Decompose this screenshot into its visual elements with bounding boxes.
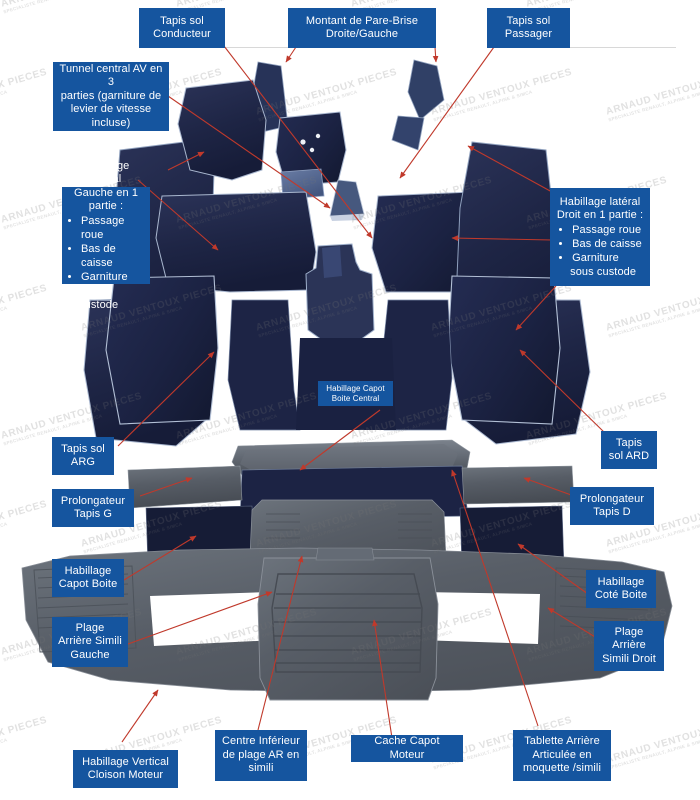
label-habillage-capot-boite-central[interactable]: Habillage Capot Boite Central xyxy=(318,381,393,406)
label-line: Habillage latéral xyxy=(82,159,130,186)
bullet-item: sous custode xyxy=(570,265,637,278)
label-tapis-sol-conducteur[interactable]: Tapis sol Conducteur xyxy=(139,8,225,48)
label-line: Capot Boite xyxy=(58,578,118,590)
label-line: Montant de Pare-Brise xyxy=(305,14,419,27)
label-line: levier de vitesse xyxy=(70,103,152,116)
label-line: Cloison Moteur xyxy=(87,769,164,781)
label-line: Coté Boite xyxy=(594,589,648,601)
label-line: Arrière xyxy=(612,639,646,652)
label-centre-inferieur-plage-ar[interactable]: Centre Inférieur de plage AR en simili xyxy=(215,730,307,781)
label-line: partie : xyxy=(88,200,124,212)
label-cache-capot-moteur[interactable]: Cache Capot Moteur xyxy=(351,735,463,762)
label-habillage-vertical-cloison-moteur[interactable]: Habillage Vertical Cloison Moteur xyxy=(73,750,178,788)
label-prolongateur-tapis-g[interactable]: Prolongateur Tapis G xyxy=(52,489,134,527)
label-montant-pare-brise[interactable]: Montant de Pare-Brise Droite/Gauche xyxy=(288,8,436,48)
label-line: Gauche en 1 xyxy=(73,186,139,199)
label-habillage-capot-boite[interactable]: Habillage Capot Boite xyxy=(52,559,124,597)
label-line: Tapis xyxy=(615,436,643,449)
label-line: Articulée en xyxy=(532,748,592,761)
bullet-item: Garniture xyxy=(572,251,642,265)
label-line: Boite Central xyxy=(331,393,380,403)
label-habillage-cote-boite[interactable]: Habillage Coté Boite xyxy=(586,570,656,608)
label-line: Habillage xyxy=(64,564,112,577)
label-line: Tablette Arrière xyxy=(524,735,600,748)
bullet-item: Garniture xyxy=(81,270,145,284)
label-line: Tapis sol xyxy=(160,14,204,27)
label-line: Habillage latéral xyxy=(559,195,641,208)
label-plage-arriere-simili-droit[interactable]: Plage Arrière Simili Droit xyxy=(594,621,664,671)
label-line: Plage xyxy=(614,625,644,638)
label-line: Passager xyxy=(504,28,553,40)
label-tunnel-central-av[interactable]: Tunnel central AV en 3 parties (garnitur… xyxy=(53,62,169,131)
label-tapis-sol-arg[interactable]: Tapis sol ARG xyxy=(52,437,114,475)
label-tapis-sol-passager[interactable]: Tapis sol Passager xyxy=(487,8,570,48)
label-line: Habillage xyxy=(597,575,645,588)
label-line: simili xyxy=(248,762,274,775)
bullet-item: Passage roue xyxy=(81,214,145,242)
label-line: de plage AR en xyxy=(222,748,300,761)
label-bullets: Passage roue Bas de caisse Garniture sou… xyxy=(558,223,642,279)
label-line: Prolongateur xyxy=(579,492,645,505)
label-tablette-arriere-articulee[interactable]: Tablette Arrière Articulée en moquette /… xyxy=(513,730,611,781)
label-line: Arrière Simili xyxy=(58,635,122,648)
label-prolongateur-tapis-d[interactable]: Prolongateur Tapis D xyxy=(570,487,654,525)
label-line: Tapis D xyxy=(593,506,631,518)
label-line: Habillage Capot xyxy=(326,383,385,393)
label-tapis-sol-ard[interactable]: Tapis sol ARD xyxy=(601,431,657,469)
hairline-top-right xyxy=(556,47,676,48)
label-bullets: Passage roue Bas de caisse Garniture sou… xyxy=(67,214,145,312)
label-line: Tapis sol xyxy=(61,442,105,455)
label-habillage-lateral-gauche[interactable]: Habillage latéral Gauche en 1 partie : P… xyxy=(62,160,150,311)
label-line: Gauche xyxy=(70,648,110,661)
label-plage-arriere-simili-gauche[interactable]: Plage Arrière Simili Gauche xyxy=(52,617,128,667)
label-line: Simili Droit xyxy=(602,652,656,665)
label-line: Tunnel central AV en 3 xyxy=(59,62,163,89)
label-line: Cache Capot Moteur xyxy=(374,735,440,761)
label-line: Droit en 1 partie : xyxy=(556,209,644,221)
label-line: Droite/Gauche xyxy=(325,28,399,40)
label-line: Tapis sol xyxy=(506,14,551,27)
bullet-item: sous custode xyxy=(79,284,119,311)
label-line: Conducteur xyxy=(153,28,211,40)
bullet-item: Bas de caisse xyxy=(81,242,145,270)
label-line: sol ARD xyxy=(608,450,650,462)
bullet-item: Passage roue xyxy=(572,223,642,237)
label-habillage-lateral-droit[interactable]: Habillage latéral Droit en 1 partie : Pa… xyxy=(550,188,650,286)
label-line: Prolongateur xyxy=(60,494,126,507)
label-line: parties (garniture de xyxy=(60,89,162,102)
label-line: moquette /simili xyxy=(522,762,601,775)
label-line: Tapis G xyxy=(74,508,112,520)
label-line: Plage xyxy=(75,621,105,634)
label-line: Habillage Vertical xyxy=(82,755,169,768)
label-line: ARG xyxy=(70,456,96,468)
label-line: Centre Inférieur xyxy=(221,735,301,748)
bullet-item: Bas de caisse xyxy=(572,237,642,251)
label-line: incluse) xyxy=(91,116,131,129)
